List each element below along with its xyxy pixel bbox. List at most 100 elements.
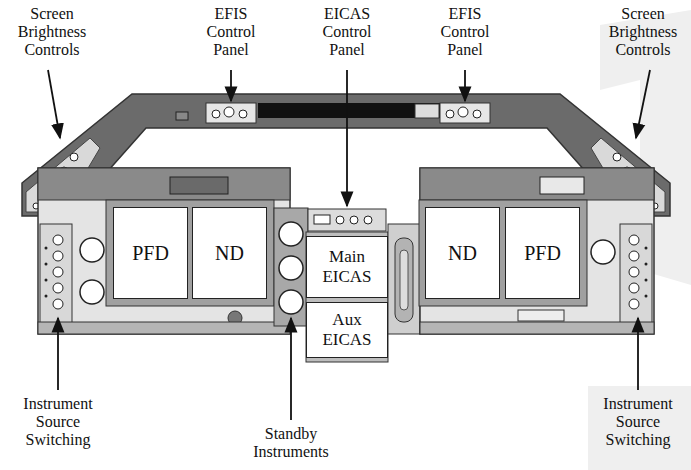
centre-stack-part: [350, 216, 358, 224]
watermark-part: [588, 386, 691, 470]
screen-label: ND: [448, 242, 477, 265]
left-panel-part: [53, 299, 63, 309]
leader-arrows: [48, 70, 650, 420]
screen-label: PFD: [132, 242, 169, 265]
centre-stack-part: [308, 209, 386, 231]
display-screen: PFD: [505, 207, 580, 299]
callout-label: Instrument Source Switching: [10, 395, 106, 449]
right-panel-part: [629, 299, 639, 309]
centre-stack-part: [336, 216, 344, 224]
right-panel-part: [629, 267, 639, 277]
left-panel-part: [38, 322, 290, 334]
centre-stack-part: [314, 215, 330, 224]
callout-label: EICAS Control Panel: [315, 5, 379, 59]
glareshield-part: [212, 110, 220, 118]
callout-holder: Screen Brightness Controls: [10, 5, 94, 59]
left-panel-part: [45, 247, 48, 250]
callout-holder: EFIS Control Panel: [433, 5, 497, 59]
centre-stack-part: [364, 216, 372, 224]
glareshield-part: [224, 107, 234, 117]
watermark: [588, 10, 691, 470]
right-panel-part: [629, 235, 639, 245]
right-panel-part: [645, 295, 648, 298]
display-screen: Main EICAS: [306, 236, 388, 298]
right-panel-part: [518, 310, 564, 321]
left-panel: [38, 168, 290, 334]
callout-holder: Instrument Source Switching: [590, 395, 686, 449]
centre-stack-part: [274, 208, 308, 326]
callout-label: Screen Brightness Controls: [10, 5, 94, 59]
callout-label: EFIS Control Panel: [433, 5, 497, 59]
centre-stack-part: [388, 224, 420, 334]
callout-label: Standby Instruments: [241, 425, 341, 461]
leader-arrows-part: [464, 70, 466, 101]
left-panel-part: [53, 283, 63, 293]
left-panel-part: [80, 280, 104, 304]
right-panel-part: [540, 177, 584, 194]
centre-stack-part: [395, 238, 413, 322]
right-panel-part: [420, 168, 654, 200]
screen-label: Aux EICAS: [307, 310, 387, 349]
centre-stack-part: [400, 250, 408, 310]
leader-arrows-part: [346, 70, 348, 206]
glareshield-part: [239, 110, 247, 118]
left-panel-part: [53, 267, 63, 277]
callout-label: Instrument Source Switching: [590, 395, 686, 449]
leader-arrows-part: [48, 70, 60, 138]
glareshield-part: [70, 153, 78, 161]
left-panel-part: [106, 200, 274, 306]
callout-holder: Screen Brightness Controls: [601, 5, 685, 59]
centre-stack-part: [279, 222, 303, 246]
right-panel-part: [420, 322, 654, 334]
glareshield-part: [176, 112, 188, 120]
right-panel-part: [629, 251, 639, 261]
right-panel-part: [645, 247, 648, 250]
glareshield-part: [446, 110, 454, 118]
left-panel-part: [38, 168, 290, 334]
right-panel-part: [645, 279, 648, 282]
leader-arrows-part: [290, 318, 292, 420]
glareshield-part: [206, 103, 256, 123]
centre-stack-part: [306, 232, 388, 362]
right-panel-part: [620, 224, 652, 326]
right-panel-part: [591, 240, 615, 264]
left-panel-part: [38, 168, 290, 200]
callout-holder: Instrument Source Switching: [10, 395, 106, 449]
display-screen: ND: [192, 207, 267, 299]
leader-arrows-part: [637, 318, 639, 390]
glareshield-part: [473, 110, 481, 118]
glareshield: [22, 94, 670, 216]
display-screen: PFD: [113, 207, 188, 299]
display-screen: ND: [425, 207, 500, 299]
centre-stack-part: [279, 256, 303, 280]
left-panel-part: [53, 235, 63, 245]
leader-arrows-part: [57, 318, 59, 390]
screen-label: ND: [215, 242, 244, 265]
callout-holder: EFIS Control Panel: [199, 5, 263, 59]
left-panel-part: [45, 263, 48, 266]
callout-holder: Standby Instruments: [241, 425, 341, 461]
right-panel-part: [420, 168, 654, 334]
right-panel-part: [629, 283, 639, 293]
glareshield-part: [415, 104, 439, 118]
callout-holder: EICAS Control Panel: [315, 5, 379, 59]
screen-label: PFD: [524, 242, 561, 265]
screen-label: Main EICAS: [307, 247, 387, 286]
leader-arrows-part: [230, 70, 232, 101]
callout-label: Screen Brightness Controls: [601, 5, 685, 59]
callout-label: EFIS Control Panel: [199, 5, 263, 59]
glareshield-part: [258, 103, 440, 118]
glareshield-part: [440, 103, 490, 123]
left-panel-part: [80, 238, 104, 262]
centre-stack: [274, 208, 420, 362]
left-panel-part: [53, 251, 63, 261]
right-panel-part: [645, 263, 648, 266]
left-panel-part: [45, 295, 48, 298]
glareshield-part: [613, 153, 621, 161]
right-panel-part: [419, 200, 587, 306]
display-screen: Aux EICAS: [306, 302, 388, 358]
leader-arrows-part: [636, 70, 650, 138]
right-panel: [419, 168, 654, 334]
